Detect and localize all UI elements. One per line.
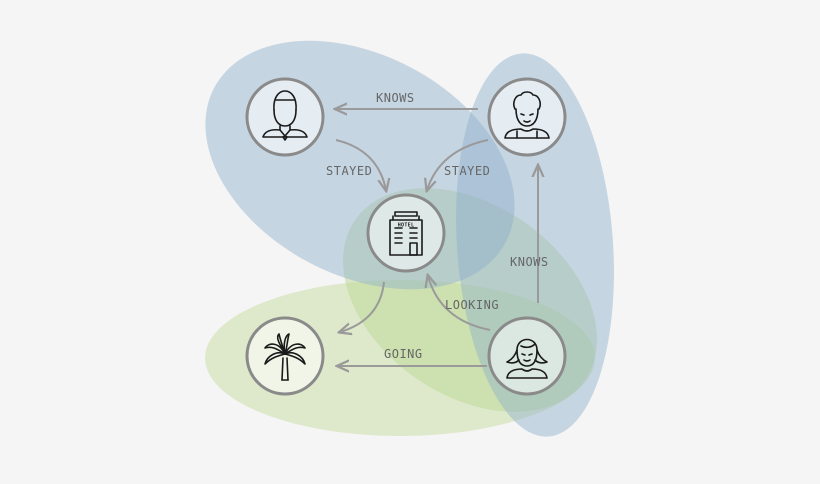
man-with-curly-hair-icon [504, 91, 550, 139]
node-palm [245, 316, 325, 396]
edge-stayed-left [335, 139, 386, 190]
label-stayed-right: STAYED [444, 164, 490, 178]
edge-stayed-right [427, 139, 489, 190]
hotel-sign: HOTEL [398, 223, 415, 229]
edge-looking [428, 276, 491, 331]
green-region-bottom [205, 280, 595, 436]
label-stayed-left: STAYED [326, 164, 372, 178]
hotel-building-icon [389, 211, 423, 256]
palm-tree-icon [264, 333, 306, 381]
label-knows-right: KNOWS [510, 255, 549, 269]
edge-hotel-to-palm [340, 281, 385, 332]
edges [336, 109, 538, 366]
label-looking: LOOKING [445, 298, 499, 312]
man-with-tie-icon [262, 90, 308, 141]
woman-icon [506, 338, 548, 379]
label-knows-top: KNOWS [376, 91, 415, 105]
label-going: GOING [384, 347, 423, 361]
edge-labels: KNOWS STAYED STAYED KNOWS LOOKING GOING [326, 91, 549, 361]
node-man-left [245, 77, 325, 157]
node-woman [487, 316, 567, 396]
node-man-right [487, 77, 567, 157]
node-hotel: HOTEL [366, 193, 446, 273]
